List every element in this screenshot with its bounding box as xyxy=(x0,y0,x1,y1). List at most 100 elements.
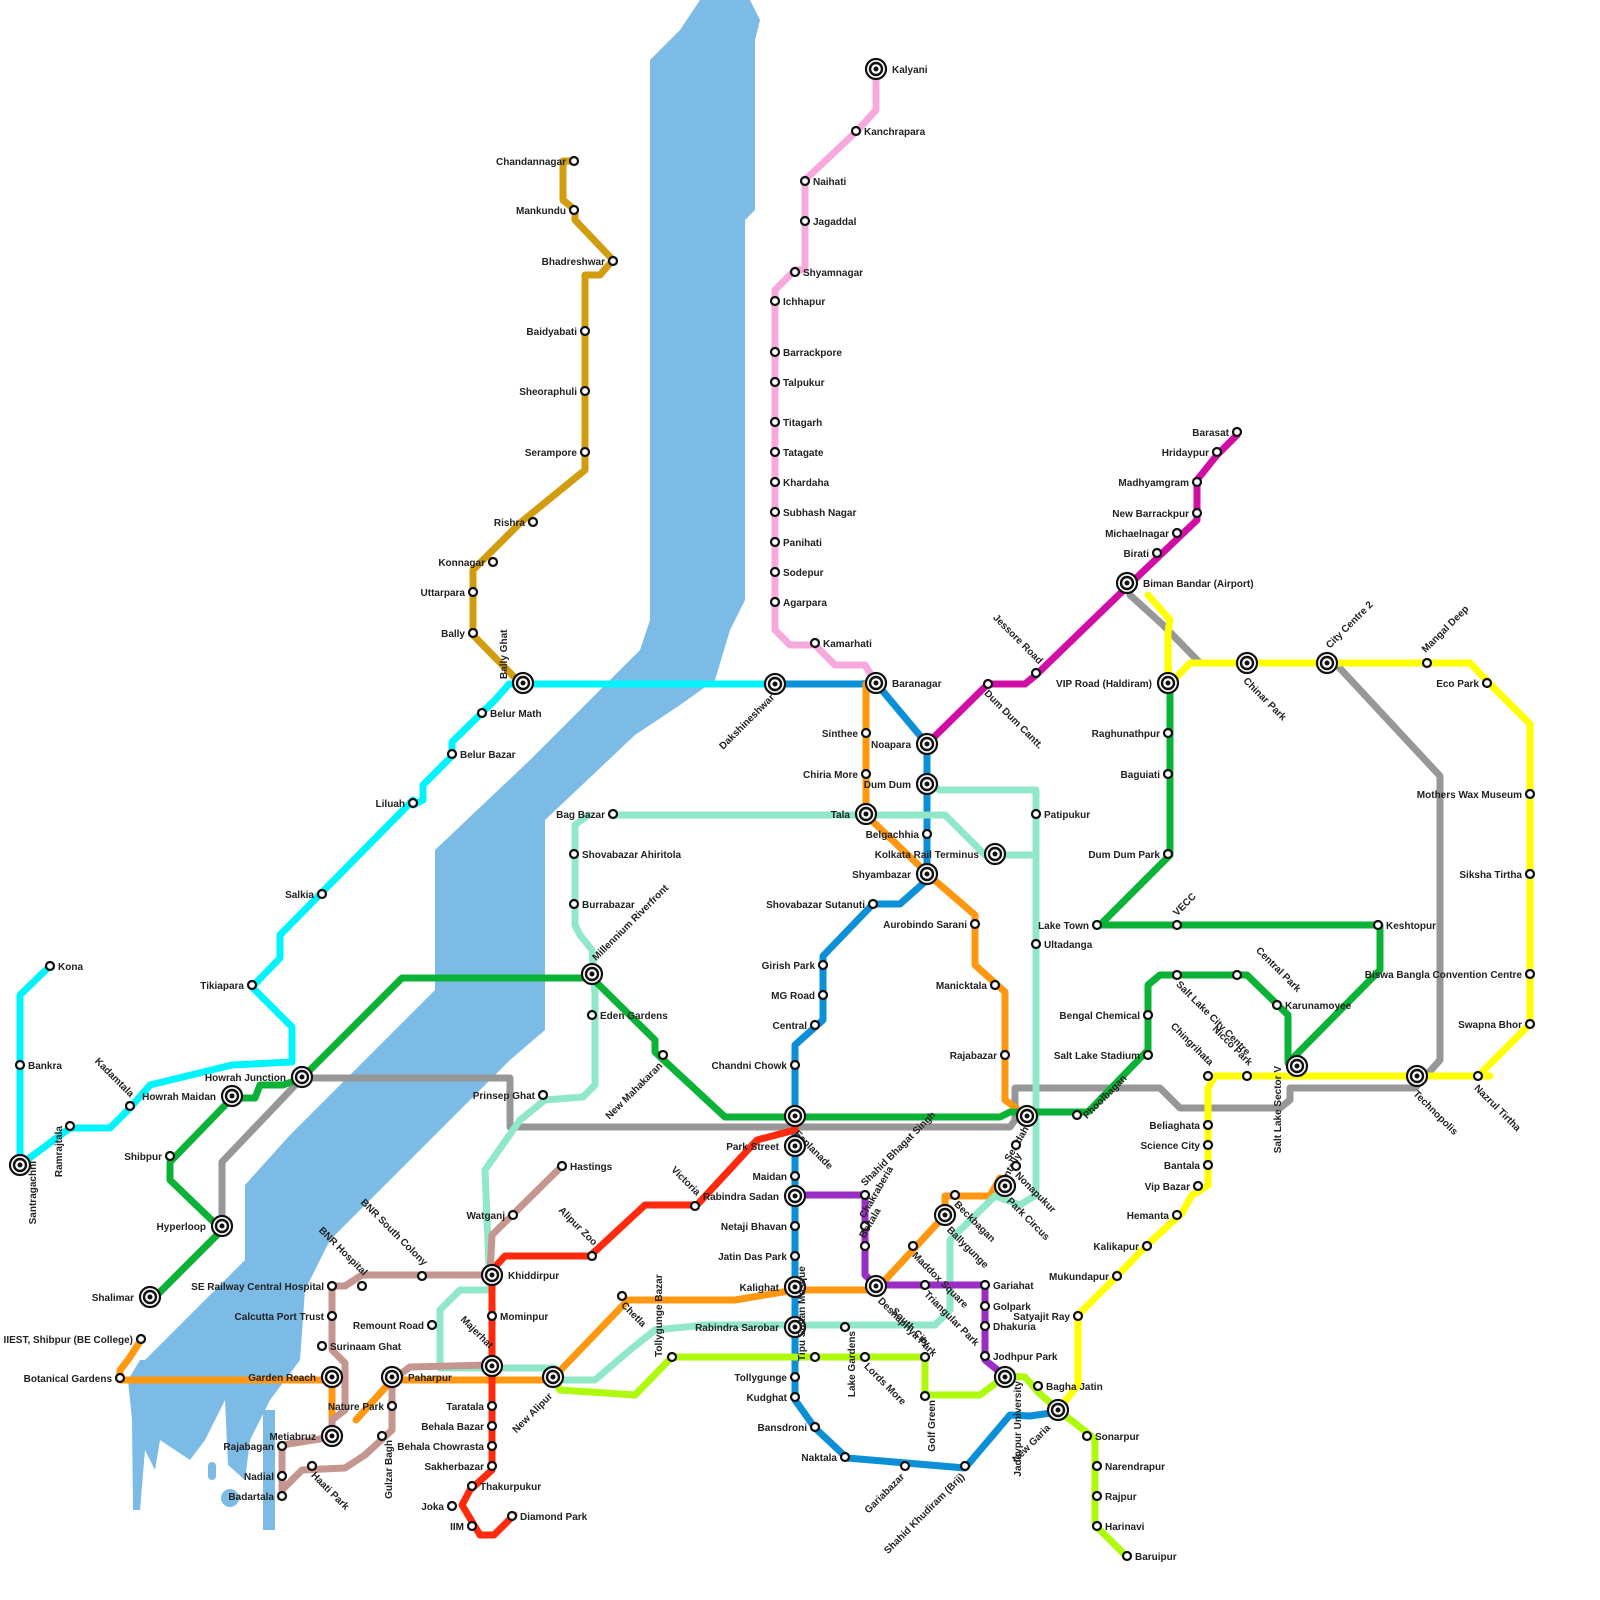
station-shahid-bhagat-singh[interactable]: Shahid Bhagat Singh xyxy=(859,1110,938,1199)
station-calcutta-port-trust[interactable]: Calcutta Port Trust xyxy=(235,1312,336,1323)
station-bengal-chemical[interactable]: Bengal Chemical xyxy=(1059,1011,1152,1022)
station-hastings[interactable]: Hastings xyxy=(558,1162,613,1173)
station-hyperloop[interactable]: Hyperloop xyxy=(157,1216,232,1236)
station-madhyamgram[interactable]: Madhyamgram xyxy=(1118,478,1201,489)
station-mangal-deep[interactable]: Mangal Deep xyxy=(1420,604,1471,667)
station-chandannagar[interactable]: Chandannagar xyxy=(496,157,578,168)
station-baidyabati[interactable]: Baidyabati xyxy=(526,327,589,338)
station-botanical-gardens[interactable]: Botanical Gardens xyxy=(24,1374,124,1385)
station-raghunathpur[interactable]: Raghunathpur xyxy=(1092,729,1172,740)
station-salt-lake-stadium[interactable]: Salt Lake Stadium xyxy=(1054,1051,1152,1062)
station-narendrapur[interactable]: Narendrapur xyxy=(1093,1462,1165,1473)
station-ultadanga[interactable]: Ultadanga xyxy=(1032,940,1093,951)
station-behala-bazar[interactable]: Behala Bazar xyxy=(421,1422,496,1433)
station-baruipur[interactable]: Baruipur xyxy=(1123,1552,1177,1563)
station-dum-dum-park[interactable]: Dum Dum Park xyxy=(1088,850,1172,861)
station-jagaddal[interactable]: Jagaddal xyxy=(801,217,857,228)
station-rabindra-sarobar[interactable]: Rabindra Sarobar xyxy=(695,1317,805,1337)
station-millennium-riverfront[interactable]: Millennium Riverfront xyxy=(582,882,672,984)
station-new-barrackpur[interactable]: New Barrackpur xyxy=(1112,509,1201,520)
station-netaji-bhavan[interactable]: Netaji Bhavan xyxy=(721,1222,799,1233)
station-howrah-maidan[interactable]: Howrah Maidan xyxy=(142,1086,242,1106)
station-rishra[interactable]: Rishra xyxy=(494,518,537,529)
station-siksha-tirtha[interactable]: Siksha Tirtha xyxy=(1459,870,1534,881)
station-tipu-sultan-mosque[interactable]: Tipu Sultan Mosque xyxy=(797,1266,819,1361)
station-kanchrapara[interactable]: Kanchrapara xyxy=(852,127,926,138)
station-chiria-more[interactable]: Chiria More xyxy=(803,770,870,781)
station-behala-chowrasta[interactable]: Behala Chowrasta xyxy=(397,1442,496,1453)
station-karunamoyee[interactable]: Karunamoyee xyxy=(1273,1001,1352,1012)
station-ramrajtala[interactable]: Ramrajtala xyxy=(54,1122,74,1177)
station-titagarh[interactable]: Titagarh xyxy=(771,418,822,429)
station-bally-ghat[interactable]: Bally Ghat xyxy=(499,629,533,693)
station-alipur-zoo[interactable]: Alipur Zoo xyxy=(556,1205,599,1260)
station-naktala[interactable]: Naktala xyxy=(801,1453,849,1464)
station-rabindra-sadan[interactable]: Rabindra Sadan xyxy=(703,1186,805,1206)
station-rajabazar[interactable]: Rajabazar xyxy=(950,1051,1009,1062)
station-eco-park[interactable]: Eco Park xyxy=(1436,679,1491,690)
station-burrabazar[interactable]: Burrabazar xyxy=(570,900,635,911)
station-shyambazar[interactable]: Shyambazar xyxy=(852,864,937,884)
station-bnr-south-colony[interactable]: BNR South Colony xyxy=(358,1197,429,1280)
station-iiest[interactable]: IIEST, Shibpur (BE College) xyxy=(4,1335,145,1346)
station-tollygunge-bazar[interactable]: Tollygunge Bazar xyxy=(654,1274,676,1361)
station-belur-bazar[interactable]: Belur Bazar xyxy=(448,750,516,761)
station-aurobindo-sarani[interactable]: Aurobindo Sarani xyxy=(883,920,979,931)
station-lake-town[interactable]: Lake Town xyxy=(1038,921,1101,932)
station-baranagar[interactable]: Baranagar xyxy=(866,673,942,693)
station-subhash-nagar[interactable]: Subhash Nagar xyxy=(771,508,856,519)
station-shovabazar-ahiritola[interactable]: Shovabazar Ahiritola xyxy=(570,850,682,861)
station-jodhpur-park[interactable]: Jodhpur Park xyxy=(981,1352,1058,1363)
station-vip-road[interactable]: VIP Road (Haldiram) xyxy=(1056,673,1178,693)
station-new-mahakaran[interactable]: New Mahakaran xyxy=(604,1051,667,1122)
station-surinaam-ghat[interactable]: Surinaam Ghat xyxy=(318,1342,402,1353)
station-bnr-hospital[interactable]: BNR Hospital xyxy=(316,1225,369,1290)
station-mominpur[interactable]: Mominpur xyxy=(488,1312,548,1323)
station-tollygunge[interactable]: Tollygunge xyxy=(734,1373,799,1384)
station-golf-green[interactable]: Golf Green xyxy=(921,1392,938,1452)
station-eden-gardens[interactable]: Eden Gardens xyxy=(588,1011,668,1022)
station-beliaghata[interactable]: Beliaghata xyxy=(1149,1121,1212,1132)
station-lords-more[interactable]: Lords More xyxy=(861,1353,908,1408)
station-khardaha[interactable]: Khardaha xyxy=(771,478,830,489)
station-dum-dum-cantt[interactable]: Dum Dum Cantt. xyxy=(982,680,1045,752)
station-nazrul-tirtha[interactable]: Nazrul Tirtha xyxy=(1472,1072,1523,1134)
station-gariahat[interactable]: Gariahat xyxy=(981,1281,1034,1292)
station-kona[interactable]: Kona xyxy=(46,962,83,973)
station-sodepur[interactable]: Sodepur xyxy=(771,568,824,579)
station-tikiapara[interactable]: Tikiapara xyxy=(200,981,256,992)
station-liluah[interactable]: Liluah xyxy=(376,799,417,810)
station-girish-park[interactable]: Girish Park xyxy=(762,961,827,972)
station-kalyani[interactable]: Kalyani xyxy=(866,59,928,79)
station-remount-road[interactable]: Remount Road xyxy=(353,1321,436,1332)
station-noapara[interactable]: Noapara xyxy=(871,734,937,754)
station-bag-bazar[interactable]: Bag Bazar xyxy=(556,810,617,821)
station-salt-lake-sector-v[interactable]: Salt Lake Sector V xyxy=(1273,1056,1307,1153)
station-badartala[interactable]: Badartala xyxy=(228,1492,286,1503)
station-sheoraphuli[interactable]: Sheoraphuli xyxy=(519,387,589,398)
station-diamond-park[interactable]: Diamond Park xyxy=(508,1512,588,1523)
station-chandni-chowk[interactable]: Chandni Chowk xyxy=(711,1061,799,1072)
station-biswa-bangla[interactable]: Biswa Bangla Convention Centre xyxy=(1365,970,1534,981)
station-joka[interactable]: Joka xyxy=(421,1502,456,1513)
station-baguiati[interactable]: Baguiati xyxy=(1121,770,1172,781)
station-tatagate[interactable]: Tatagate xyxy=(771,448,824,459)
station-jessore-road[interactable]: Jessore Road xyxy=(990,612,1044,677)
station-panihati[interactable]: Panihati xyxy=(771,538,822,549)
station-barrackpore[interactable]: Barrackpore xyxy=(771,348,842,359)
station-gariabazar[interactable]: Gariabazar xyxy=(863,1462,909,1516)
station-dhakuria[interactable]: Dhakuria xyxy=(981,1322,1036,1333)
station-santragachhi[interactable]: Santragachhi xyxy=(10,1155,39,1224)
station-science-city[interactable]: Science City xyxy=(1141,1141,1212,1152)
station-prinsep-ghat[interactable]: Prinsep Ghat xyxy=(473,1091,547,1102)
station-shibpur[interactable]: Shibpur xyxy=(124,1152,174,1163)
station-khiddirpur[interactable]: Khiddirpur xyxy=(482,1265,559,1285)
station-chingrihata[interactable]: Chingrihata xyxy=(1168,1021,1215,1080)
station-talpukur[interactable]: Talpukur xyxy=(771,378,825,389)
station-kolkata-rail-terminus[interactable]: Kolkata Rail Terminus xyxy=(875,844,1005,864)
station-rajpur[interactable]: Rajpur xyxy=(1093,1492,1137,1503)
station-central-park[interactable]: Central Park xyxy=(1233,945,1303,995)
station-mothers-wax-museum[interactable]: Mothers Wax Museum xyxy=(1417,790,1534,801)
station-se-railway-central-hospital[interactable]: SE Railway Central Hospital xyxy=(191,1282,336,1293)
station-shalimar[interactable]: Shalimar xyxy=(92,1287,160,1307)
